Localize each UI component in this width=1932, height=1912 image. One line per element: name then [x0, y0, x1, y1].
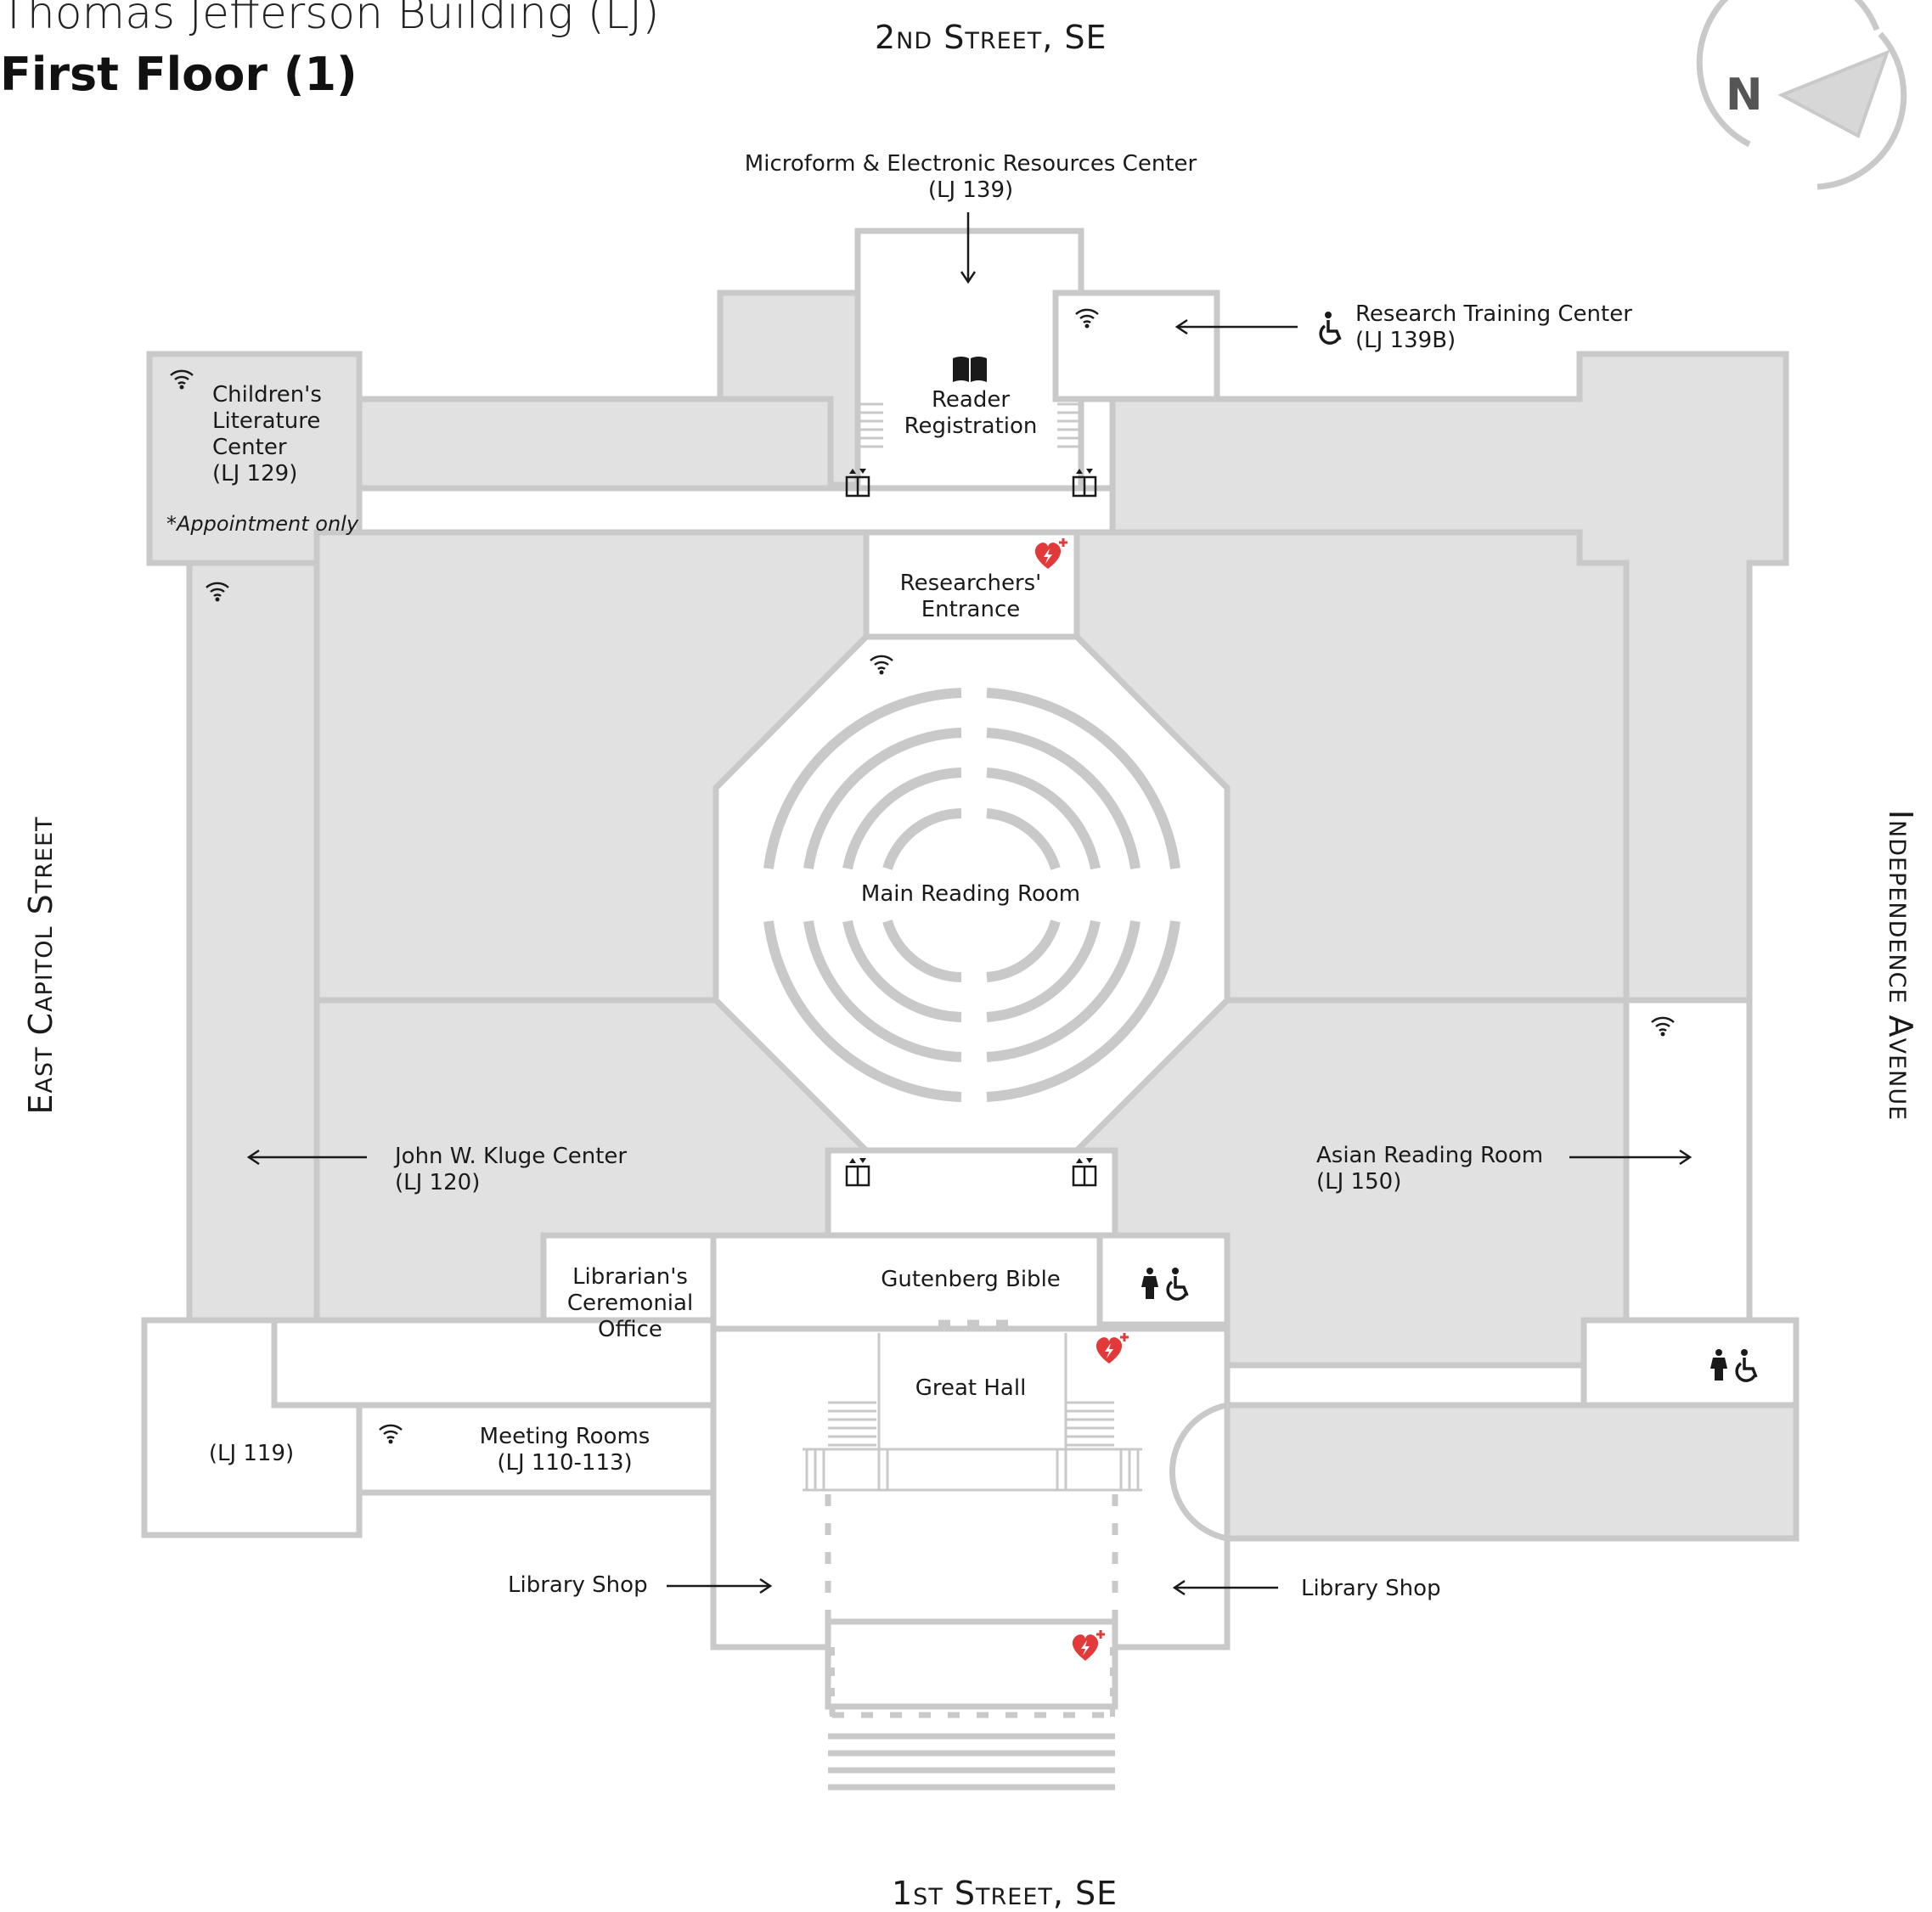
- great-hall-label[interactable]: Great Hall: [915, 1375, 1027, 1401]
- meeting-rooms-label[interactable]: Meeting Rooms (LJ 110-113): [479, 1424, 651, 1476]
- street-west: East Capitol Street: [22, 816, 59, 1115]
- building-title: Thomas Jefferson Building (LJ): [0, 0, 660, 39]
- floor-title: First Floor (1): [0, 48, 358, 101]
- elevator-icon: [845, 469, 870, 498]
- kluge-center-label[interactable]: John W. Kluge Center (LJ 120): [395, 1144, 628, 1195]
- book-icon: [953, 357, 987, 382]
- childrens-center-room: [146, 351, 363, 566]
- research-training-label[interactable]: Research Training Center (LJ 139B): [1355, 301, 1632, 353]
- north-wing-west: [356, 396, 834, 492]
- main-reading-room-label[interactable]: Main Reading Room: [860, 881, 1081, 907]
- restroom-accessible-icon: [1141, 1268, 1189, 1301]
- great-hall: [710, 1325, 1231, 1651]
- elevator-icon: [845, 1158, 870, 1187]
- lj119-label[interactable]: (LJ 119): [208, 1441, 295, 1466]
- researchers-entrance-label[interactable]: Researchers' Entrance: [899, 571, 1042, 622]
- gutenberg-bible-label[interactable]: Gutenberg Bible: [881, 1267, 1061, 1292]
- south-vestibule: [825, 1618, 1118, 1710]
- reader-registration-label[interactable]: Reader Registration: [904, 387, 1038, 439]
- restroom-alcove: [1096, 1232, 1231, 1328]
- street-north: 2nd Street, SE: [875, 19, 1107, 56]
- asian-reading-room-label[interactable]: Asian Reading Room (LJ 150): [1316, 1143, 1544, 1195]
- wifi-icon: [1075, 308, 1099, 329]
- wifi-icon: [1651, 1016, 1675, 1037]
- childrens-center-label[interactable]: Children's Literature Center (LJ 129): [212, 382, 322, 486]
- microform-center-label[interactable]: Microform & Electronic Resources Center …: [744, 151, 1197, 203]
- wifi-icon: [379, 1424, 403, 1444]
- north-corridor: [356, 485, 1116, 536]
- library-shop-east-label[interactable]: Library Shop: [1301, 1576, 1441, 1601]
- meeting-rooms: [356, 1402, 717, 1496]
- aed-heart-icon: [1072, 1630, 1105, 1661]
- half-circle-vestibule: [1169, 1401, 1231, 1543]
- south-east-wing: [1224, 1402, 1800, 1542]
- east-vertical-corridor: [1623, 997, 1753, 1324]
- north-label: N: [1726, 70, 1763, 121]
- librarians-office-label[interactable]: Librarian's Ceremonial Office: [566, 1264, 694, 1342]
- elevator-icon: [1072, 469, 1097, 498]
- wifi-icon: [206, 582, 229, 602]
- elevator-icon: [1072, 1158, 1097, 1187]
- street-south: 1st Street, SE: [892, 1875, 1118, 1912]
- east-lower-corridor: [1580, 1317, 1800, 1409]
- aed-heart-icon: [1034, 538, 1067, 569]
- street-east: Independence Avenue: [1882, 809, 1919, 1122]
- wifi-icon: [170, 369, 194, 390]
- aed-heart-icon: [1096, 1333, 1129, 1364]
- compass-rose: [1696, 0, 1907, 190]
- wifi-icon: [870, 655, 893, 675]
- west-corridor-block: [186, 560, 320, 1324]
- appointment-note: *Appointment only: [166, 512, 359, 536]
- wheelchair-icon: [1319, 312, 1342, 345]
- library-shop-west-label[interactable]: Library Shop: [508, 1572, 648, 1598]
- restroom-accessible-icon: [1710, 1349, 1758, 1382]
